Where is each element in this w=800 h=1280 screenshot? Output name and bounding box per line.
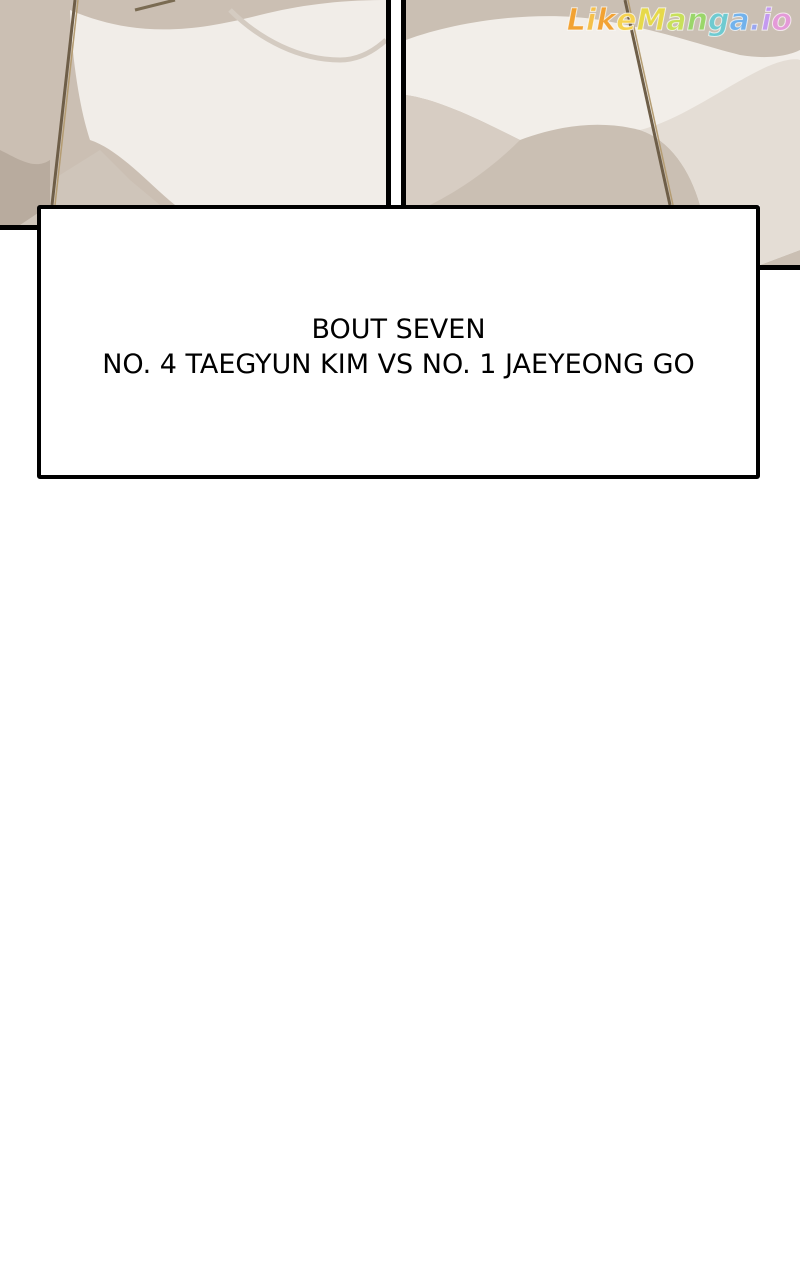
watermark-letter: M xyxy=(636,3,667,38)
watermark-letter: n xyxy=(686,3,708,38)
watermark-letter: k xyxy=(596,3,617,38)
caption-line-matchup: NO. 4 TAEGYUN KIM VS NO. 1 JAEYEONG GO xyxy=(102,349,695,380)
caption-line-title: BOUT SEVEN xyxy=(311,314,486,345)
watermark-letter: g xyxy=(707,3,730,38)
watermark-letter: a xyxy=(666,3,687,38)
watermark-letter: L xyxy=(566,3,586,38)
watermark-letter: . xyxy=(749,3,762,38)
watermark-letter: i xyxy=(585,3,597,38)
caption-box: BOUT SEVEN NO. 4 TAEGYUN KIM VS NO. 1 JA… xyxy=(37,205,760,479)
watermark-letter: e xyxy=(616,3,637,38)
left-panel-art xyxy=(0,0,388,225)
watermark-letter: a xyxy=(729,3,750,38)
caption-text: BOUT SEVEN NO. 4 TAEGYUN KIM VS NO. 1 JA… xyxy=(41,312,756,382)
watermark-letter: i xyxy=(761,3,772,38)
watermark-letter: o xyxy=(771,3,793,38)
